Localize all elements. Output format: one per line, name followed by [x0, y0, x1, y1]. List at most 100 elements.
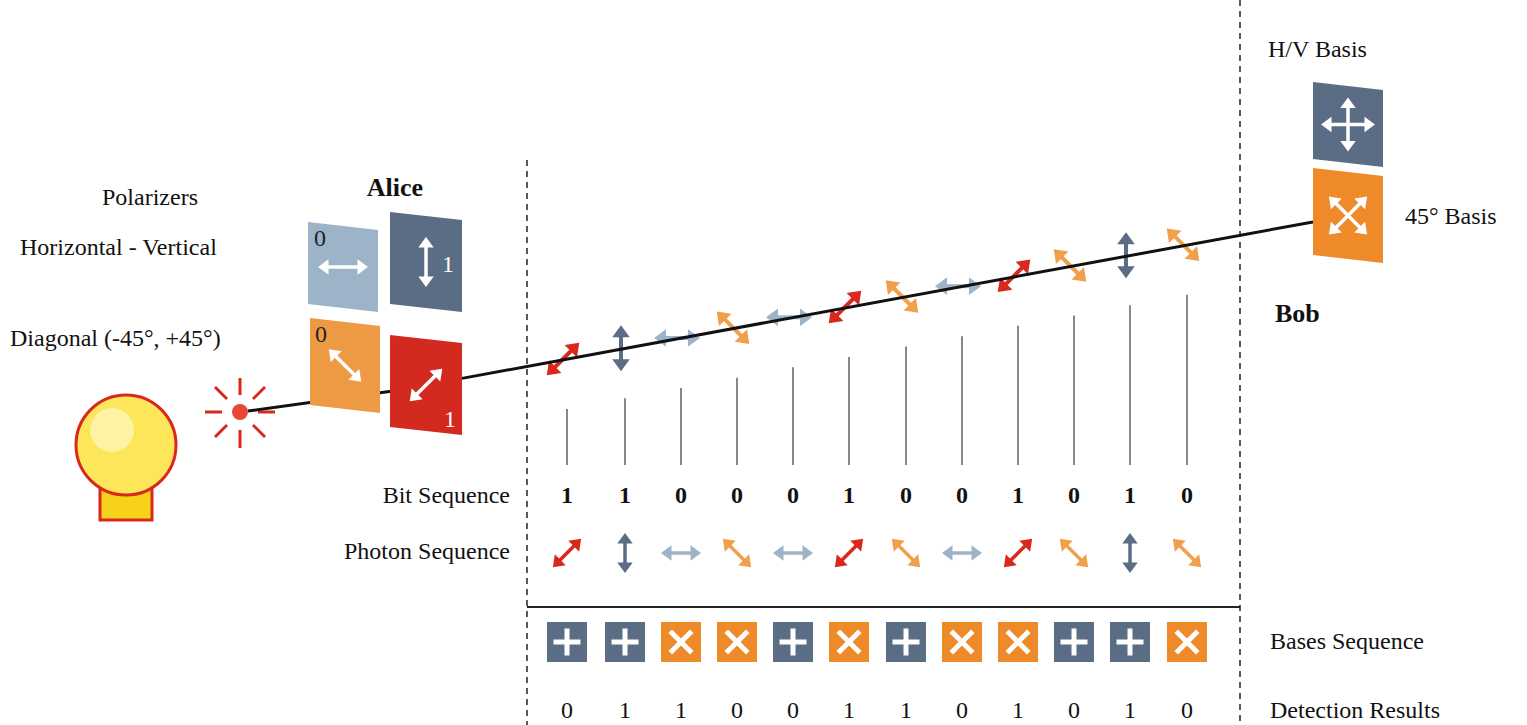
detection-value: 1 [675, 697, 687, 723]
arrow-shaft [335, 355, 356, 376]
arrow-shaft [781, 551, 804, 555]
basis-symbol [782, 631, 804, 653]
arrow-head [850, 539, 863, 552]
arrow-head [661, 545, 672, 560]
arrow-head [553, 554, 566, 567]
caption-label: Alice [367, 174, 423, 203]
detection-value: 0 [787, 697, 799, 723]
measurement-bar [848, 357, 850, 465]
photon [661, 545, 701, 560]
arrow-head [1122, 563, 1137, 574]
filter-plate [308, 222, 378, 312]
arrow-shaft [1010, 545, 1026, 561]
arrow-head [358, 259, 369, 274]
detection-value: 0 [561, 697, 573, 723]
filter-arrow [418, 237, 433, 287]
photon [835, 539, 863, 567]
polarizer: 0 [308, 222, 378, 312]
bit-value: 0 [900, 482, 912, 508]
basis-box [998, 622, 1038, 662]
arrow-head [847, 291, 862, 306]
basis-box [942, 622, 982, 662]
arrow-head [1321, 117, 1332, 132]
detection-value: 1 [1124, 697, 1136, 723]
table-rule [527, 606, 1240, 608]
arrow-head [904, 298, 919, 313]
arrow-shaft [841, 545, 857, 561]
bit-value: 1 [843, 482, 855, 508]
arrow-head [612, 359, 630, 371]
photon [1122, 533, 1137, 573]
measurement-bar [961, 336, 963, 465]
detection-value: 0 [1068, 697, 1080, 723]
photon [723, 539, 751, 567]
caption-label: Polarizers [102, 184, 198, 210]
arrow-head [723, 539, 736, 552]
filter-arrow [1340, 98, 1355, 152]
basis-symbol [840, 633, 858, 651]
polarizer: 1 [390, 212, 462, 312]
arrow-shaft [1066, 545, 1082, 561]
bit-value: 1 [1012, 482, 1024, 508]
arrow-head [1188, 554, 1201, 567]
arrow-head [1075, 554, 1088, 567]
detection-value: 1 [900, 697, 912, 723]
bit-value: 0 [1068, 482, 1080, 508]
polarizer: 1 [390, 335, 462, 435]
detection-value: 0 [1181, 697, 1193, 723]
bit-value: 1 [1124, 482, 1136, 508]
photon-source [232, 404, 248, 420]
arrow-head [568, 539, 581, 552]
arrow-head [429, 369, 442, 382]
measurement-bar [1017, 326, 1019, 465]
arrow-shaft [424, 245, 428, 278]
arrow-shaft [669, 551, 692, 555]
measurement-bar [905, 346, 907, 465]
detection-value: 1 [619, 697, 631, 723]
arrow-head [1340, 98, 1355, 109]
bit-value: 0 [787, 482, 799, 508]
filter-plate [1313, 168, 1383, 263]
filter-plate [390, 335, 462, 435]
arrow-head [1054, 249, 1069, 264]
filter-shape [1313, 168, 1383, 263]
arrow-head [1354, 222, 1367, 235]
arrow-shaft [1128, 541, 1132, 564]
basis-box [661, 622, 701, 662]
arrow-head [1167, 228, 1182, 243]
basis-box [605, 622, 645, 662]
caption-label: Photon Sequence [344, 538, 510, 564]
polarizer: 0 [310, 318, 380, 413]
arrow-head [1185, 246, 1200, 261]
photon [773, 545, 813, 560]
photon [1060, 539, 1088, 567]
arrow-head [1365, 117, 1376, 132]
caption-label: Diagonal (-45°, +45°) [10, 325, 221, 351]
basis-symbol [1009, 633, 1027, 651]
arrow-head [410, 388, 423, 401]
basis-box [1167, 622, 1207, 662]
caption-label: Bit Sequence [383, 482, 510, 508]
measurement-bar [624, 398, 626, 465]
arrow-head [1016, 260, 1031, 275]
arrow-head [418, 237, 433, 248]
basis-box [1054, 622, 1094, 662]
filter-plate [310, 318, 380, 413]
arrow-head [1019, 539, 1032, 552]
filter-arrow [1329, 196, 1367, 234]
arrow-head [735, 329, 750, 344]
photon [1173, 539, 1201, 567]
beam-connector [462, 222, 1313, 378]
basis-box [1110, 622, 1150, 662]
filter-arrow [1329, 196, 1367, 234]
arrow-head [942, 545, 953, 560]
bit-value: 0 [314, 226, 326, 250]
bit-value: 1 [444, 407, 456, 431]
arrow-head [1117, 266, 1135, 278]
arrow-head [803, 545, 814, 560]
arrow-head [907, 554, 920, 567]
arrow-shaft [416, 375, 437, 396]
bit-value: 1 [442, 252, 454, 276]
beam-line [462, 222, 1313, 378]
basis-filter: H/V Basis [1313, 82, 1383, 167]
